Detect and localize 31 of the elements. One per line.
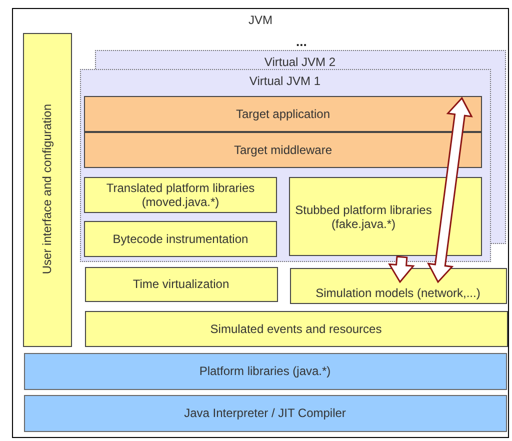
- virtual-machine-panel: [94, 50, 506, 68]
- layer-label: Bytecode instrumentation: [112, 232, 248, 246]
- layer-box: [84, 132, 482, 168]
- layer-box: [84, 177, 277, 213]
- layer-label: Simulated events and resources: [210, 322, 382, 336]
- container-box: [12, 8, 509, 438]
- ellipsis-label: ...: [296, 34, 307, 49]
- layer-label: Simulation models (network,...): [316, 286, 480, 300]
- double-arrow: [426, 96, 473, 284]
- layer-box: [84, 310, 508, 346]
- layer-label: JVM: [248, 13, 272, 27]
- layer-label: Time virtualization: [132, 277, 230, 291]
- layer-label: Target application: [236, 107, 330, 121]
- layer-label: Virtual JVM 1: [249, 74, 321, 88]
- layer-box: [24, 352, 506, 390]
- layer-box: [84, 221, 277, 257]
- layer-label: Stubbed platform libraries (fake.java.*): [294, 202, 433, 230]
- layer-box: [24, 394, 506, 432]
- layer-label: Virtual JVM 2: [264, 54, 336, 68]
- layer-label: Platform libraries (java.*): [199, 364, 331, 378]
- layer-box: [290, 268, 506, 304]
- arrow: [388, 256, 415, 284]
- layer-box: [289, 177, 482, 256]
- layer-label: Target middleware: [234, 143, 332, 157]
- layer-label: User interface and configuration: [40, 104, 54, 275]
- layer-label: Java Interpreter / JIT Compiler: [184, 406, 346, 420]
- layer-box: [84, 266, 278, 302]
- layer-box: [22, 32, 72, 346]
- layer-label: Translated platform libraries (moved.java.*): [105, 181, 256, 209]
- virtual-machine-panel: [80, 68, 490, 262]
- layer-box: [84, 96, 482, 132]
